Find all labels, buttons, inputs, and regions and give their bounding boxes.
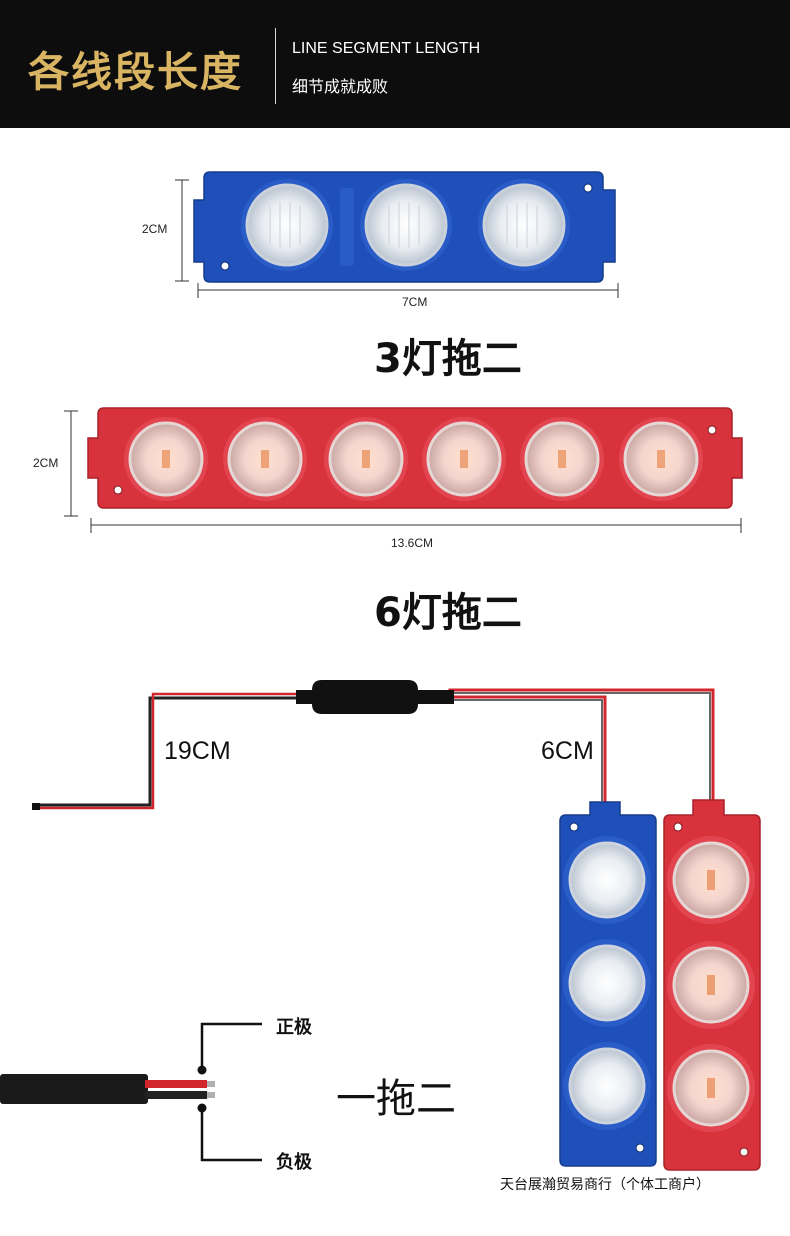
wiring-harness [34, 688, 715, 810]
negative-label: 负极 [276, 1152, 312, 1173]
main-cable-length-label: 19CM [164, 737, 231, 765]
seller-caption: 天台展瀚贸易商行（个体工商户） [500, 1177, 710, 1193]
six-light-title: 6灯拖二 [374, 590, 522, 636]
six-light-height-label: 2CM [33, 456, 59, 470]
header-subtitle-en: LINE SEGMENT LENGTH [292, 40, 481, 57]
three-light-module [193, 171, 616, 283]
positive-label: 正极 [276, 1017, 312, 1038]
one-to-two-title: 一拖二 [336, 1076, 456, 1122]
polarity-diagram [0, 1022, 262, 1162]
three-light-width-label: 7CM [402, 295, 428, 309]
six-light-dimensions [64, 410, 742, 533]
branch-length-label: 6CM [541, 737, 594, 765]
header-title: 各线段长度 [28, 48, 243, 96]
header-divider [275, 28, 276, 104]
vertical-red-module [663, 799, 761, 1171]
six-light-module [87, 407, 743, 509]
header-subtitle-cn: 细节成就成败 [292, 77, 389, 96]
three-light-height-label: 2CM [142, 222, 168, 236]
vertical-blue-module [559, 801, 657, 1167]
splitter-connector [312, 680, 418, 714]
three-light-title: 3灯拖二 [374, 336, 522, 382]
six-light-width-label: 13.6CM [391, 536, 434, 550]
header-banner: 各线段长度 LINE SEGMENT LENGTH 细节成就成败 [0, 0, 790, 128]
three-light-dimensions [175, 179, 619, 298]
